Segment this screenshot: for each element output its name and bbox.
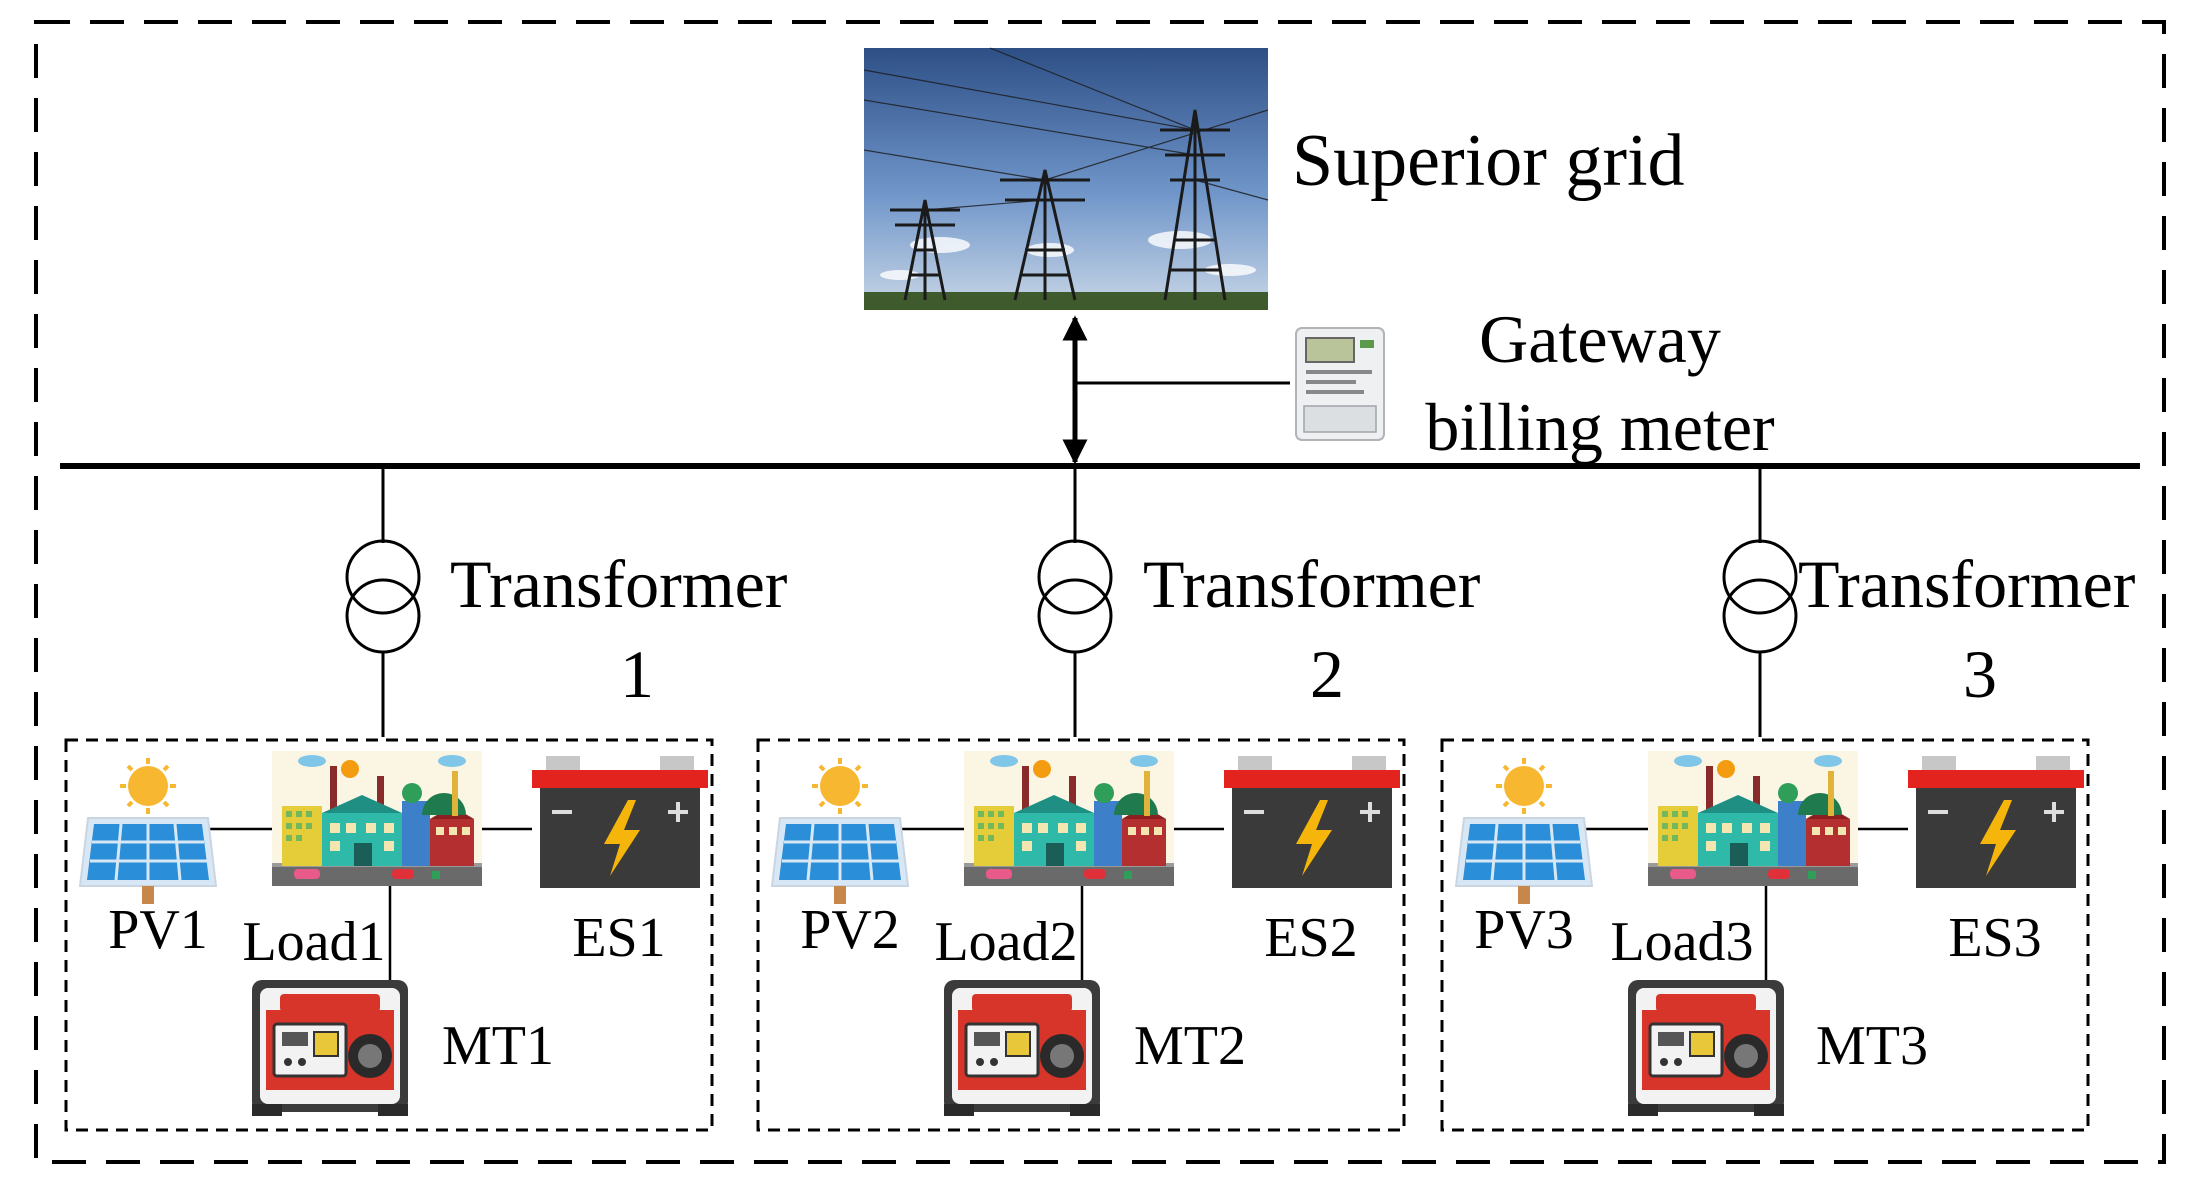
transformer-2-label: Transformer [1143, 546, 1481, 622]
es1-label: ES1 [572, 907, 665, 969]
battery-icon [530, 754, 710, 890]
transformer-symbol-icon [345, 539, 421, 654]
generator-icon [1626, 978, 1786, 1118]
superior-grid-label: Superior grid [1292, 120, 1685, 202]
city-load-icon [964, 751, 1174, 886]
mt2-label: MT2 [1134, 1015, 1246, 1077]
transformer-2: Transformer 2 [1037, 466, 1481, 737]
transformer-1-number: 1 [620, 636, 654, 712]
microgrid-1: PV1 Load1 ES1 MT1 [64, 738, 714, 1132]
solar-panel-icon [78, 756, 218, 906]
transformer-symbol-icon [1037, 539, 1113, 654]
meter-label-line1: Gateway [1479, 301, 1721, 377]
power-tower-photo-icon [863, 47, 1269, 310]
solar-panel-icon [770, 756, 910, 906]
load2-label: Load2 [934, 911, 1077, 973]
transformer-1: Transformer 1 [345, 466, 788, 737]
transformer-2-number: 2 [1310, 636, 1344, 712]
pv1-label: PV1 [108, 899, 208, 961]
generator-icon [250, 978, 410, 1118]
generator-icon [942, 978, 1102, 1118]
transformer-3-label: Transformer [1798, 546, 2136, 622]
transformer-3-number: 3 [1963, 636, 1997, 712]
battery-icon [1906, 754, 2086, 890]
es2-label: ES2 [1264, 907, 1357, 969]
transformer-3: Transformer 3 [1722, 466, 2136, 737]
microgrid-2: PV2 Load2 ES2 MT2 [756, 738, 1406, 1132]
city-load-icon [272, 751, 482, 886]
pv3-label: PV3 [1474, 899, 1574, 961]
microgrid-3: PV3 Load3 ES3 MT3 [1440, 738, 2090, 1132]
mt3-label: MT3 [1816, 1015, 1928, 1077]
solar-panel-icon [1454, 756, 1594, 906]
es3-label: ES3 [1948, 907, 2041, 969]
load3-label: Load3 [1610, 911, 1753, 973]
pv2-label: PV2 [800, 899, 900, 961]
electric-meter-icon [1295, 327, 1385, 441]
transformer-1-label: Transformer [450, 546, 788, 622]
meter-label-line2: billing meter [1425, 389, 1775, 465]
load1-label: Load1 [242, 911, 385, 973]
battery-icon [1222, 754, 1402, 890]
transformer-symbol-icon [1722, 539, 1798, 654]
outer-boundary [34, 20, 2166, 1164]
city-load-icon [1648, 751, 1858, 886]
mt1-label: MT1 [442, 1015, 554, 1077]
